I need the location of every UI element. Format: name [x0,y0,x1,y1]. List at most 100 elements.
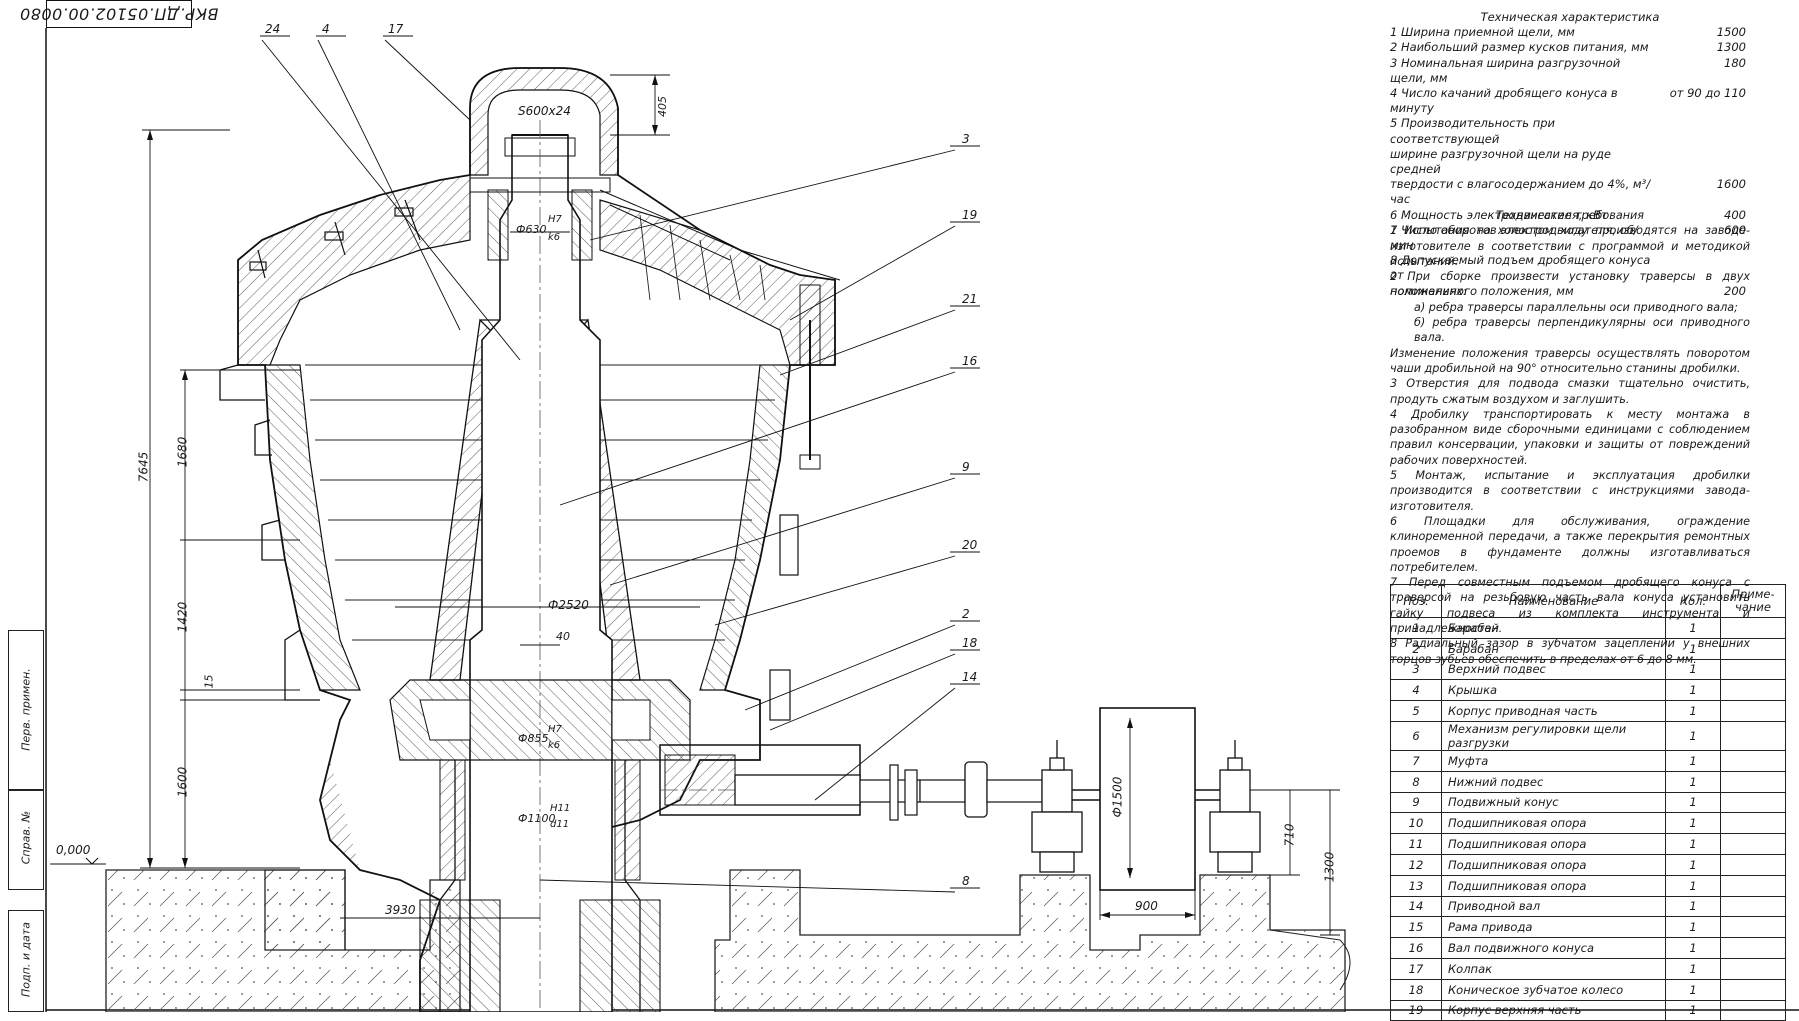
dim-900: 900 [1135,899,1158,913]
parts-cell-name: Муфта [1441,749,1666,772]
dim-d630: Ф630 [516,223,547,236]
callout-4: 4 [322,22,330,36]
requirement-item: 6 Площадки для обслуживания, ограждение … [1390,514,1750,574]
callout-16: 16 [962,354,978,368]
dim-top-height: 405 [656,96,669,117]
spec-row-text: 7 Число оборотов электродвигателя, об/ми… [1390,222,1638,253]
dim-fit1-top: H7 [548,214,562,225]
parts-cell-qty: 1 [1665,791,1721,814]
parts-cell-qty: 1 [1665,999,1721,1021]
parts-cell-qty: 1 [1665,937,1721,959]
callout-2: 2 [962,607,970,621]
parts-cell-note [1720,895,1786,918]
spec-row-value [1656,147,1750,177]
spec-row-text: 2 Наибольший размер кусков питания, мм [1390,40,1649,55]
spec-row-text: 8 Допускаемый подъем дробящего конуса от [1390,253,1651,283]
spec-row-text: 5 Производительность при соответствующей [1390,116,1555,146]
dim-d1500: Ф1500 [1110,776,1125,818]
callout-18: 18 [962,636,978,650]
spec-row: ширине разгрузочной щели на руде средней [1390,147,1750,177]
requirement-item: 5 Монтаж, испытание и эксплуатация дроби… [1390,469,1750,513]
parts-cell-qty: 1 [1665,679,1721,702]
callout-14: 14 [962,670,978,684]
side-strip-first-use: Перв. примен. [8,630,44,790]
dim-fit3-bottom: d11 [550,819,570,830]
parts-cell-qty: 1 [1665,874,1721,897]
callout-19: 19 [962,208,978,222]
parts-cell-pos: 5 [1390,700,1442,722]
parts-header-name: Наименование [1441,584,1666,618]
dim-1300: 1300 [1322,851,1337,883]
parts-header-qty: Кол. [1665,584,1721,618]
requirement-item: 2 При сборке произвести установку травер… [1390,270,1750,299]
callout-9: 9 [962,460,970,474]
parts-cell-qty: 1 [1665,720,1721,751]
dim-fit1-bottom: k6 [548,232,561,243]
parts-cell-qty: 1 [1665,700,1721,722]
parts-cell-note [1720,637,1786,660]
dim-15: 15 [202,674,216,689]
parts-cell-pos: 14 [1390,895,1442,918]
dim-1680: 1680 [175,436,190,468]
parts-cell-pos: 9 [1390,791,1442,814]
spec-row: 8 Допускаемый подъем дробящего конуса от [1390,253,1750,283]
parts-cell-note [1720,700,1786,722]
parts-cell-name: Механизм регулировки щели разгрузки [1441,720,1666,751]
spec-title: Техническая характеристика [1480,10,1660,24]
parts-cell-name: Приводной вал [1441,895,1666,918]
technical-characteristics: Техническая характеристика 1 Ширина прие… [1390,10,1750,299]
parts-cell-pos: 11 [1390,833,1442,855]
parts-cell-pos: 10 [1390,812,1442,835]
spec-row-value: 400 [1724,207,1746,222]
parts-cell-name: Крышка [1441,679,1666,702]
dim-overall-height: 7645 [136,451,151,483]
parts-cell-name: Подшипниковая опора [1441,874,1666,897]
callout-17: 17 [388,22,404,36]
parts-cell-name: Коническое зубчатое колесо [1441,978,1666,1001]
parts-cell-pos: 16 [1390,937,1442,959]
parts-cell-qty: 1 [1665,957,1721,980]
parts-cell-pos: 2 [1390,637,1442,660]
parts-cell-note [1720,679,1786,702]
parts-cell-name: Подшипниковая опора [1441,833,1666,855]
parts-cell-note [1720,833,1786,855]
dim-710: 710 [1282,823,1297,847]
parts-cell-pos: 17 [1390,957,1442,980]
parts-cell-note [1720,853,1786,876]
parts-cell-pos: 3 [1390,658,1442,681]
parts-cell-pos: 6 [1390,720,1442,751]
callout-8: 8 [962,874,970,888]
parts-cell-pos: 4 [1390,679,1442,702]
parts-cell-note [1720,617,1786,639]
parts-cell-qty: 1 [1665,637,1721,660]
parts-cell-pos: 8 [1390,770,1442,793]
callout-3: 3 [962,132,970,146]
dim-slot: S600x24 [518,104,571,118]
parts-cell-pos: 13 [1390,874,1442,897]
dim-d1100: Ф1100 [518,812,556,825]
parts-cell-qty: 1 [1665,749,1721,772]
callout-21: 21 [962,292,978,306]
dim-zero-level: 0,000 [56,843,91,857]
requirement-item: Изменение положения траверсы осуществлят… [1390,346,1750,375]
parts-cell-name: Подвижный конус [1441,791,1666,814]
parts-cell-note [1720,720,1786,751]
parts-header-pos: Поз. [1390,584,1442,618]
parts-cell-name: Барабан [1441,617,1666,639]
parts-cell-qty: 1 [1665,895,1721,918]
spec-row-text: твердости с влагосодержанием до 4%, м³/ч… [1390,177,1651,207]
parts-header-row: Поз. Наименование Кол. Приме- чание [1390,584,1786,618]
